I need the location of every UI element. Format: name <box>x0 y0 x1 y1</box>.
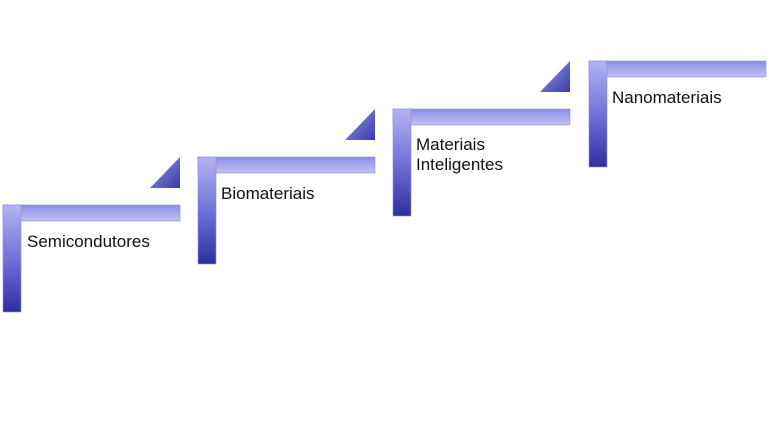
step-bar-horizontal <box>197 156 376 174</box>
step-label-line: Semicondutores <box>27 232 150 251</box>
step-corner-triangle <box>150 157 180 188</box>
step-label-biomateriais: Biomateriais <box>221 184 315 204</box>
step-label-line: Nanomateriais <box>612 88 722 107</box>
step-bar-horizontal <box>2 204 181 222</box>
step-biomateriais <box>197 109 376 265</box>
step-label-materiais-inteligentes: Materiais Inteligentes <box>416 135 503 175</box>
step-label-semicondutores: Semicondutores <box>27 232 150 252</box>
step-label-line: Biomateriais <box>221 184 315 203</box>
step-label-nanomateriais: Nanomateriais <box>612 88 722 108</box>
step-materiais-inteligentes <box>392 61 571 217</box>
step-bar-vertical <box>392 108 412 217</box>
step-bar-vertical <box>588 60 608 168</box>
step-corner-triangle <box>540 61 570 92</box>
step-bar-horizontal <box>392 108 571 126</box>
step-bar-vertical <box>197 156 217 265</box>
step-label-line: Inteligentes <box>416 155 503 174</box>
step-corner-triangle <box>345 109 375 140</box>
step-semicondutores <box>2 157 181 313</box>
step-nanomateriais <box>588 60 767 168</box>
step-bar-vertical <box>2 204 22 313</box>
step-bar-horizontal <box>588 60 767 78</box>
step-label-line: Materiais <box>416 135 485 154</box>
